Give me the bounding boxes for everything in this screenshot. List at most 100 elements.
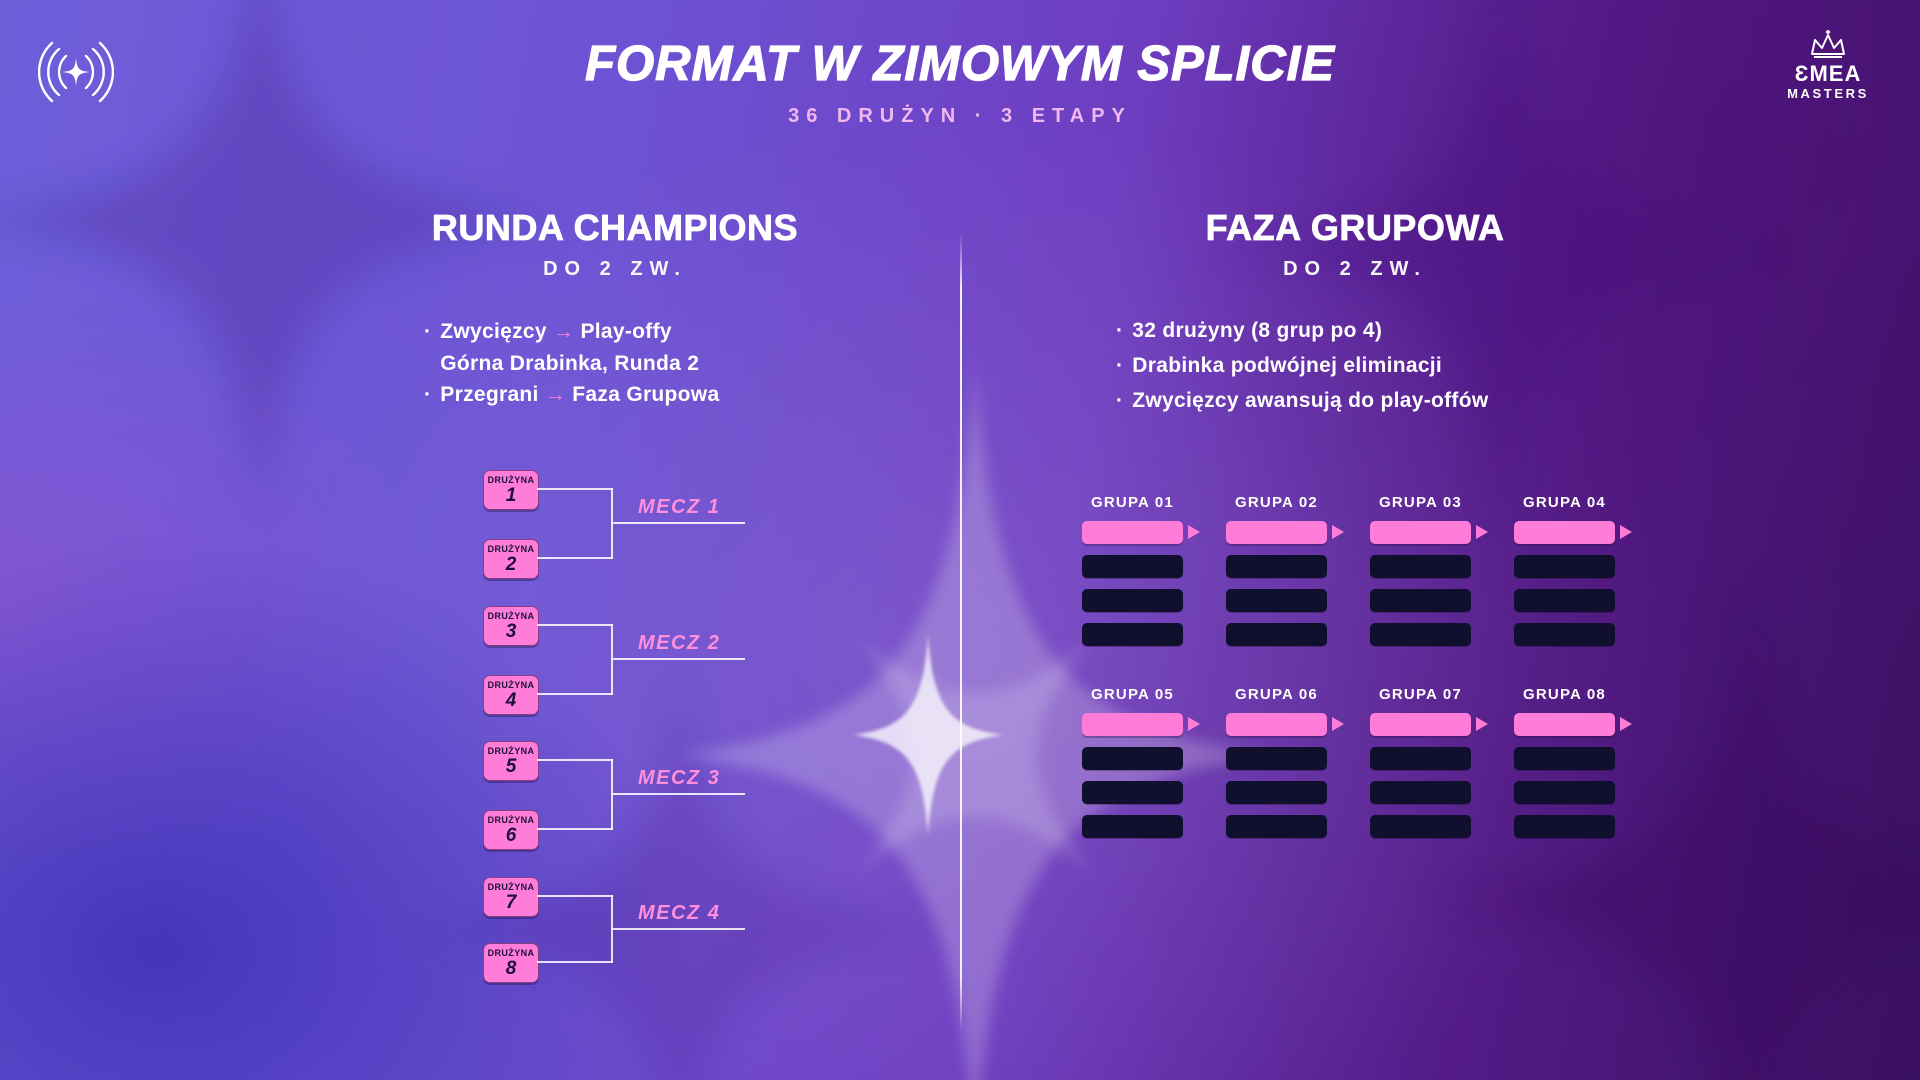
bracket-line: [611, 928, 745, 930]
seed-bar: [1514, 555, 1615, 578]
seed-bar: [1370, 815, 1471, 838]
team-label: DRUŻYNA: [487, 947, 535, 958]
bracket-line: [611, 658, 745, 660]
center-divider: [960, 232, 962, 1032]
bullet-text: Zwycięzcy awansują do play-offów: [1132, 389, 1489, 413]
seed-bar: [1082, 815, 1183, 838]
bracket-line: [537, 828, 613, 830]
wave-spark-icon: [37, 41, 115, 103]
page-title: FORMAT W ZIMOWYM SPLICIE: [584, 37, 1335, 91]
group-block: GRUPA 03: [1370, 494, 1488, 657]
team-label: DRUŻYNA: [487, 814, 535, 825]
seed-bar: [1226, 747, 1327, 770]
emea-masters-logo: ƐMEA MASTERS: [1770, 30, 1886, 102]
group-block: GRUPA 05: [1082, 686, 1200, 849]
seed-bar: [1082, 781, 1183, 804]
play-arrow-icon: [1332, 717, 1344, 731]
team-label: DRUŻYNA: [487, 610, 535, 621]
team-label: DRUŻYNA: [487, 745, 535, 756]
match-label: MECZ 3: [638, 767, 721, 789]
header: FORMAT W ZIMOWYM SPLICIE 36 DRUŻYN · 3 E…: [0, 37, 1920, 128]
right-bullet-list: ·32 drużyny (8 grup po 4) ·Drabinka podw…: [1116, 318, 1488, 424]
team-label: DRUŻYNA: [487, 881, 535, 892]
group-label: GRUPA 07: [1379, 686, 1462, 703]
group-block: GRUPA 02: [1226, 494, 1344, 657]
seed-bar-winner: [1082, 521, 1200, 544]
brand-line1: ƐMEA: [1794, 61, 1862, 86]
seed-bar: [1082, 589, 1183, 612]
arrow-icon: →: [553, 320, 575, 343]
seed-bar: [1082, 623, 1183, 646]
play-arrow-icon: [1620, 525, 1632, 539]
bullet-item: · Przegrani → Faza Grupowa: [424, 379, 732, 411]
bracket-line: [537, 961, 613, 963]
seed-bar: [1226, 555, 1327, 578]
bracket-line: [611, 522, 745, 524]
brand-line2: MASTERS: [1787, 86, 1869, 102]
seed-bar: [1082, 555, 1183, 578]
seed-bar: [1082, 747, 1183, 770]
seed-bar: [1226, 589, 1327, 612]
right-section-title: FAZA GRUPOWA: [1205, 207, 1505, 249]
team-number: 5: [505, 755, 517, 777]
bullet-marker: ·: [424, 383, 432, 406]
match-label: MECZ 4: [638, 902, 721, 924]
bullet-item: · Zwycięzcy awansują do play-offów: [1116, 388, 1488, 413]
arrow-icon: →: [544, 383, 567, 406]
group-label: GRUPA 03: [1379, 494, 1462, 511]
group-label: GRUPA 02: [1235, 494, 1318, 511]
play-arrow-icon: [1188, 717, 1200, 731]
bullet-item: ·Drabinka podwójnej eliminacji: [1116, 353, 1488, 378]
play-arrow-icon: [1476, 717, 1488, 731]
seed-bar: [1514, 623, 1615, 646]
crown-icon: [1811, 30, 1845, 58]
match-label: MECZ 2: [638, 632, 721, 654]
team-number: 6: [505, 824, 517, 846]
left-section-title: RUNDA CHAMPIONS: [431, 207, 799, 249]
bullet-text: 32 drużyny (8 grup po 4): [1132, 319, 1383, 342]
bracket-line: [537, 557, 613, 559]
seed-bar-winner: [1082, 713, 1200, 736]
seed-bar-winner: [1226, 713, 1344, 736]
seed-bar: [1370, 623, 1471, 646]
group-label: GRUPA 01: [1091, 494, 1174, 511]
page-subtitle: 36 DRUŻYN · 3 ETAPY: [788, 105, 1132, 127]
bullet-text-pre: Zwycięzcy: [440, 320, 547, 343]
seed-bar: [1370, 747, 1471, 770]
team-number: 4: [505, 689, 517, 711]
match-label: MECZ 1: [638, 496, 721, 518]
bracket-line: [537, 693, 613, 695]
seed-bar-winner: [1514, 521, 1632, 544]
bullet-item: ·32 drużyny (8 grup po 4): [1116, 318, 1488, 343]
team-number: 2: [505, 553, 517, 575]
seed-bar: [1514, 589, 1615, 612]
bullet-item: · Zwycięzcy → Play-offy Górna Drabinka, …: [424, 316, 732, 379]
bullet-marker: ·: [1116, 389, 1124, 413]
seed-bar: [1370, 589, 1471, 612]
seed-bar: [1514, 747, 1615, 770]
group-block: GRUPA 01: [1082, 494, 1200, 657]
seed-bar-winner: [1514, 713, 1632, 736]
seed-bar-winner: [1370, 713, 1488, 736]
bracket-line: [537, 624, 613, 626]
bullet-text-pre: Przegrani: [440, 383, 539, 406]
bullet-text-post: Faza Grupowa: [572, 383, 720, 406]
bullet-text: Zwycięzcy → Play-offy Górna Drabinka, Ru…: [440, 316, 732, 379]
group-block: GRUPA 04: [1514, 494, 1632, 657]
wave-spark-logo: [37, 34, 115, 110]
team-label: DRUŻYNA: [487, 679, 535, 690]
bullet-marker: ·: [424, 320, 432, 343]
bracket-line: [611, 793, 745, 795]
group-block: GRUPA 06: [1226, 686, 1344, 849]
group-label: GRUPA 05: [1091, 686, 1174, 703]
bracket-line: [537, 895, 613, 897]
play-arrow-icon: [1620, 717, 1632, 731]
bullet-text: Drabinka podwójnej eliminacji: [1132, 354, 1443, 378]
seed-bar: [1514, 781, 1615, 804]
left-section-subtitle: DO 2 ZW.: [543, 258, 687, 280]
